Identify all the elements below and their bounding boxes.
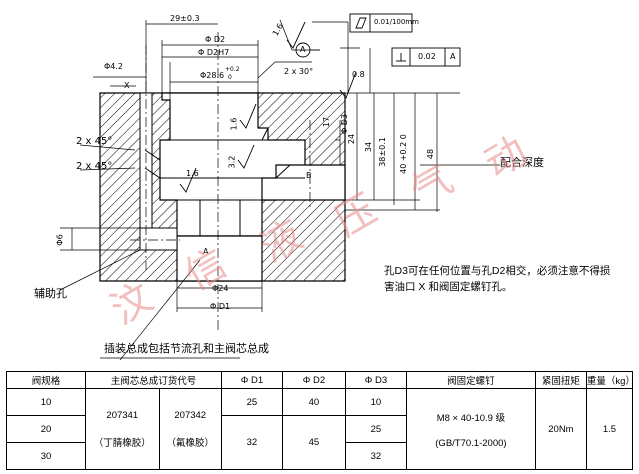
torque-cell: 20Nm bbox=[534, 388, 587, 470]
dim-phi-28-6-label: Φ28.6 bbox=[200, 71, 225, 80]
dim-29-label: 29±0.3 bbox=[170, 14, 200, 23]
table-header-row: 阀规格 主阀芯总成订货代号 Φ D1 Φ D2 Φ D3 阀固定螺钉 紧固扭矩 … bbox=[6, 371, 635, 389]
order-code-value: 207341 bbox=[106, 409, 139, 421]
port-x-label: X bbox=[124, 81, 130, 90]
dim-38-label: 38±0.1 bbox=[377, 137, 387, 167]
roughness-0-8-value: 0.8 bbox=[352, 70, 365, 79]
table-header: Φ D3 bbox=[344, 371, 407, 389]
geometric-tolerance-frames bbox=[295, 13, 461, 67]
order-code-material: （氟橡胶） bbox=[166, 437, 214, 449]
d1-cell: 25 bbox=[220, 388, 283, 416]
dim-phi-d1-label: Φ D1 bbox=[210, 302, 231, 311]
table-header: 重量（kg） bbox=[585, 371, 635, 389]
hole-d3-note-line1: 孔D3可在任何位置与孔D2相交，必须注意不得损 bbox=[384, 265, 611, 277]
roughness-symbols bbox=[179, 21, 357, 193]
perpendicularity-value: 0.02 bbox=[418, 52, 436, 61]
assembly-note: 插装总成包括节流孔和主阀芯总成 bbox=[104, 343, 269, 355]
screw-cell: M8 × 40-10.9 级 (GB/T70.1-2000) bbox=[405, 388, 536, 470]
dim-phi-d2-h7-label: Φ D2H7 bbox=[198, 48, 230, 57]
order-code-value: 207342 bbox=[174, 409, 207, 421]
table-header: 阀固定螺钉 bbox=[405, 371, 536, 389]
d3-cell: 10 bbox=[344, 388, 407, 416]
d3-cell: 25 bbox=[344, 415, 407, 443]
dim-phi-4-2-label: Φ4.2 bbox=[104, 62, 124, 71]
table-row: 20 32 45 25 bbox=[6, 415, 633, 470]
hole-d3-note-line2: 害油口 X 和阀固定螺钉孔。 bbox=[384, 281, 513, 293]
dim-24-label: 24 bbox=[347, 133, 357, 145]
internal-lines bbox=[144, 127, 305, 236]
table-header: 紧固扭矩 bbox=[534, 371, 587, 389]
order-code-fkm: 207342 （氟橡胶） bbox=[158, 388, 222, 470]
specification-table: 阀规格 主阀芯总成订货代号 Φ D1 Φ D2 Φ D3 阀固定螺钉 紧固扭矩 … bbox=[6, 371, 635, 470]
chamfer-2x45-b-label: 2 x 45° bbox=[76, 161, 113, 172]
dim-phi-d3-label: Φ D3 bbox=[340, 113, 350, 135]
aux-hole-label: 辅助孔 bbox=[34, 288, 67, 300]
d2-cell: 40 bbox=[281, 388, 346, 416]
order-code-nbr: 207341 （丁腈橡胶） bbox=[85, 388, 160, 470]
size-cell: 30 bbox=[6, 442, 86, 470]
flatness-value: 0.01/100mm bbox=[374, 18, 419, 26]
dim-phi-28-6-tol-upper: +0.2 bbox=[225, 66, 240, 73]
dim-phi-28-6-tol-lower: 0 bbox=[228, 74, 232, 81]
dim-phi-6-label: Φ6 bbox=[55, 234, 65, 246]
fit-depth-note: 配合深度 bbox=[500, 157, 544, 169]
table-row: 10 207341 （丁腈橡胶） 207342 （氟橡胶） 25 40 10 M… bbox=[6, 388, 634, 470]
dim-34-label: 34 bbox=[364, 141, 374, 153]
datum-a-label: A bbox=[300, 45, 306, 54]
dim-phi-24-label: Φ24 bbox=[212, 284, 229, 293]
port-a-label: A bbox=[203, 247, 209, 256]
table-row: 30 32 bbox=[6, 442, 633, 470]
table-header: Φ D1 bbox=[220, 371, 283, 389]
port-b-label: B bbox=[306, 171, 312, 180]
table-header: 主阀芯总成订货代号 bbox=[85, 371, 222, 389]
screw-spec: M8 × 40-10.9 级 bbox=[436, 412, 506, 424]
roughness-mid-value: 1.6 bbox=[229, 117, 239, 131]
dim-phi-d2-label: Φ D2 bbox=[205, 35, 226, 44]
table-header: 阀规格 bbox=[6, 371, 86, 389]
dimension-lines bbox=[59, 19, 500, 361]
order-code-material: （丁腈橡胶） bbox=[93, 437, 151, 449]
dim-40-label: 40 +0.2 0 bbox=[398, 134, 408, 174]
d1-cell: 32 bbox=[220, 415, 283, 470]
size-cell: 20 bbox=[6, 415, 86, 443]
d2-cell: 45 bbox=[281, 415, 346, 470]
d3-cell: 32 bbox=[344, 442, 407, 470]
screw-standard: (GB/T70.1-2000) bbox=[435, 437, 507, 449]
dim-17-label: 17 bbox=[322, 116, 332, 128]
chamfer-2x45-a-label: 2 x 45° bbox=[76, 136, 113, 147]
weight-cell: 1.5 bbox=[585, 388, 634, 470]
size-cell: 10 bbox=[6, 388, 86, 416]
roughness-low-value: 1.6 bbox=[186, 169, 199, 178]
roughness-3-2-value: 3.2 bbox=[227, 155, 237, 169]
perpendicularity-datum: A bbox=[450, 52, 456, 61]
table-header: Φ D2 bbox=[281, 371, 346, 389]
chamfer-2x30-label: 2 x 30° bbox=[284, 67, 314, 76]
